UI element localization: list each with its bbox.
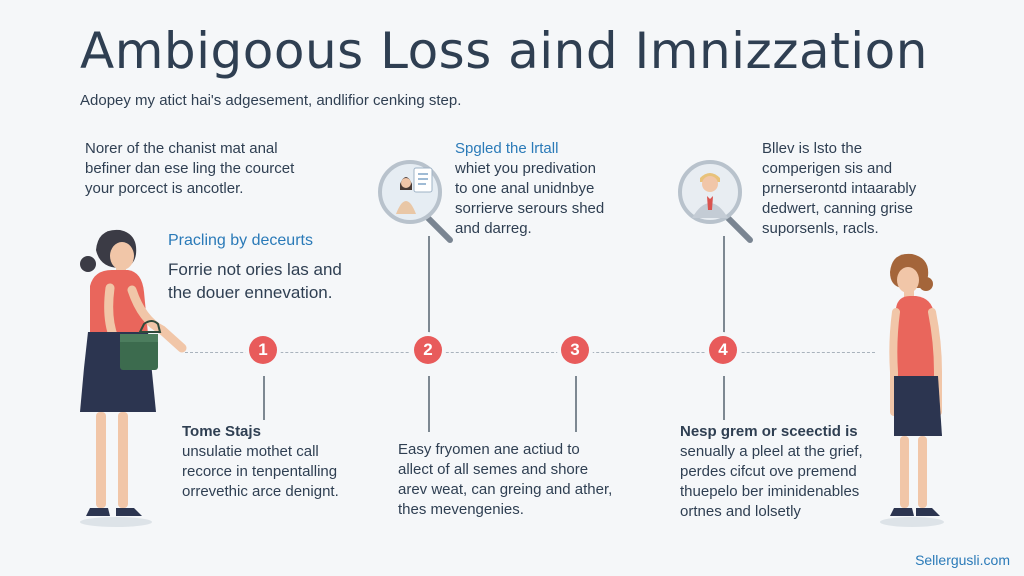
bottom-text-4: Nesp grem or sceectid is senually a plee… [680, 422, 863, 522]
step-node-1: 1 [249, 336, 277, 364]
step-node-2: 2 [414, 336, 442, 364]
top-callout-4: Bllev is lsto the comperigen sis and prn… [762, 139, 916, 239]
bottom-text-1: Tome Stajs unsulatie mothet call recorce… [182, 422, 339, 502]
top-callout-4-line-1: Bllev is lsto the [762, 140, 863, 157]
bottom-text-1-line-1: unsulatie mothet call [182, 443, 319, 460]
connector-top-2 [428, 236, 430, 338]
bottom-text-3-line-4: thes mevengenies. [398, 501, 524, 518]
intro-line-1: Norer of the chanist mat anal [85, 140, 278, 157]
top-callout-2-line-1: whiet you predivation [455, 160, 596, 177]
bottom-text-1-heading: Tome Stajs [182, 423, 261, 440]
page-subtitle: Adopey my atict hai's adgesement, andlif… [80, 92, 462, 109]
top-callout-2-line-3: sorrierve serours shed [455, 200, 605, 217]
bottom-text-4-line-1: senually a pleel at the grief, [680, 443, 863, 460]
woman-handing-bag-figure [80, 229, 187, 527]
page-title: Ambigoous Loss aind Imnizzation [80, 22, 928, 80]
left-callout: Pracling by deceurts Forrie not ories la… [168, 229, 342, 304]
left-callout-heading: Pracling by deceurts [168, 232, 313, 249]
bottom-text-4-line-3: thuepelo ber iminidenables [680, 483, 860, 500]
connector-bottom-1 [263, 376, 265, 420]
step-node-4: 4 [709, 336, 737, 364]
footer-site: Sellergusli.com [915, 552, 1010, 568]
woman-standing-figure [880, 253, 944, 527]
bottom-text-4-line-4: ortnes and lolsetly [680, 503, 801, 520]
bottom-text-4-heading: Nesp grem or sceectid is [680, 423, 858, 440]
top-callout-4-line-3: prnerserontd intaarably [762, 180, 917, 197]
intro-text: Norer of the chanist mat anal befiner da… [85, 139, 294, 199]
top-callout-4-line-2: comperigen sis and [762, 160, 893, 177]
top-callout-2-heading: Spgled the lrtall [455, 140, 559, 157]
connector-top-4 [723, 236, 725, 338]
top-callout-2-line-2: to one anal unidnbye [455, 180, 595, 197]
bottom-text-4-line-2: perdes cifcut ove premend [680, 463, 857, 480]
intro-line-2: befiner dan ese ling the courcet [85, 160, 295, 177]
bottom-text-1-line-3: orrevethic arce denignt. [182, 483, 339, 500]
left-callout-line-1: Forrie not ories las and [168, 260, 342, 279]
intro-line-3: your porcect is ancotler. [85, 180, 244, 197]
left-callout-line-2: the douer ennevation. [168, 283, 333, 302]
top-callout-4-line-5: suporsenls, racls. [762, 220, 879, 237]
bottom-text-3-line-1: Easy fryomen ane actiud to [398, 441, 580, 458]
top-callout-4-line-4: dedwert, canning grise [762, 200, 913, 217]
bottom-text-1-line-2: recorce in tenpentalling [182, 463, 338, 480]
bottom-text-3: Easy fryomen ane actiud to allect of all… [398, 440, 612, 520]
magnifier-man-icon [678, 160, 753, 243]
connector-bottom-3 [575, 376, 577, 432]
connector-bottom-4 [723, 376, 725, 420]
top-callout-2-line-4: and darreg. [455, 220, 532, 237]
top-callout-2: Spgled the lrtall whiet you predivation … [455, 139, 604, 239]
bottom-text-3-line-3: arev weat, can greing and ather, [398, 481, 613, 498]
step-node-3: 3 [561, 336, 589, 364]
timeline-line [185, 352, 875, 353]
bottom-text-3-line-2: allect of all semes and shore [398, 461, 589, 478]
connector-bottom-2 [428, 376, 430, 432]
magnifier-woman-icon [378, 160, 453, 243]
